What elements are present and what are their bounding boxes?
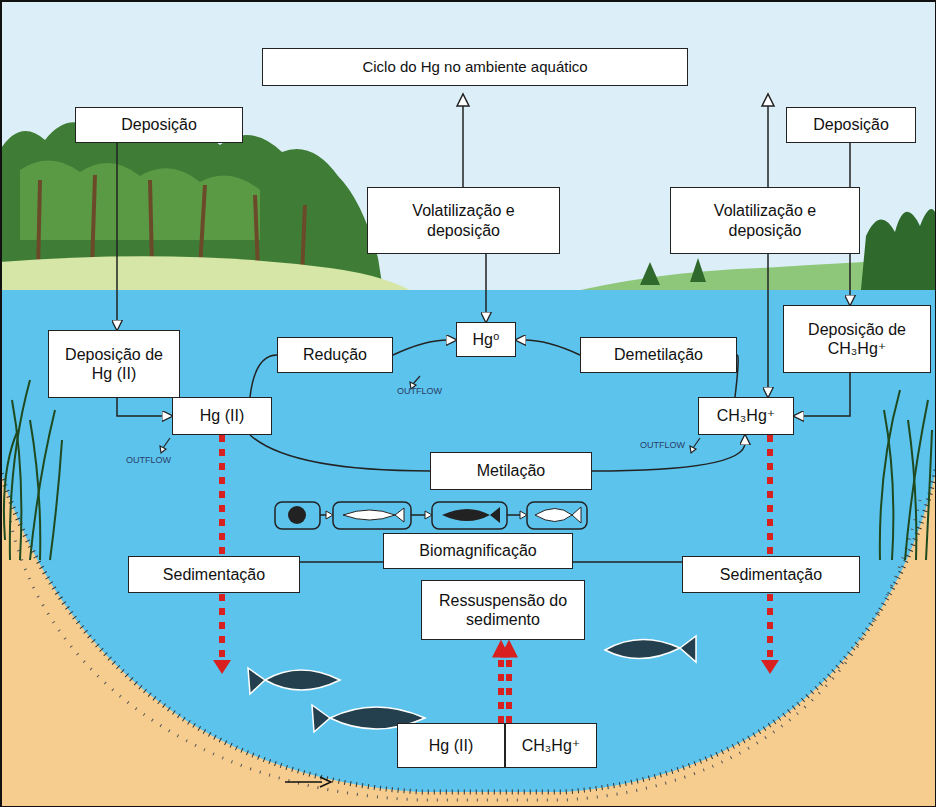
box-text: Deposição <box>121 115 197 134</box>
sediment-flow <box>506 654 512 723</box>
pointer-arrow <box>285 777 331 787</box>
sediment-flow <box>767 435 773 556</box>
volatilization-arrows <box>457 94 774 187</box>
outflow-label: OUTFLOW <box>126 456 171 465</box>
forest-light <box>20 160 260 240</box>
outflow-label: OUTFLOW <box>397 387 442 396</box>
box-text: CH₃Hg⁺ <box>717 406 776 425</box>
process-box: Ressuspensão do sedimento <box>421 580 585 640</box>
process-box: Biomagnificação <box>383 533 573 569</box>
box-text: Metilação <box>477 461 545 480</box>
box-text: Deposição de CH₃Hg⁺ <box>792 320 922 358</box>
flow-connector <box>485 254 487 314</box>
process-box: CH₃Hg⁺ <box>505 723 597 768</box>
box-text: Hg (II) <box>429 736 473 755</box>
process-box: Hg (II) <box>172 397 272 435</box>
box-text: Biomagnificação <box>419 541 536 560</box>
process-box: Deposição <box>75 107 243 143</box>
outflow-label: OUTFLOW <box>640 441 685 450</box>
box-text: Demetilação <box>614 345 703 364</box>
process-box: Redução <box>277 337 393 373</box>
flow-connector <box>116 143 118 322</box>
sediment-dots <box>10 500 920 800</box>
box-text: Sedimentação <box>163 565 265 584</box>
process-box: CH₃Hg⁺ <box>698 397 794 435</box>
diagram-title: Ciclo do Hg no ambiente aquático <box>362 58 587 76</box>
process-box: Deposição <box>786 107 916 143</box>
process-box: Sedimentação <box>682 556 860 593</box>
title-box: Ciclo do Hg no ambiente aquático <box>262 48 688 86</box>
process-box: Volatilização e deposição <box>367 187 560 254</box>
process-box: Metilação <box>430 452 592 490</box>
process-box: Deposição de Hg (II) <box>48 330 180 398</box>
process-box: Demetilação <box>580 337 737 373</box>
box-text: Redução <box>303 345 367 364</box>
flow-connector <box>767 254 769 389</box>
process-box: Sedimentação <box>128 556 300 593</box>
box-text: Sedimentação <box>720 565 822 584</box>
process-box: Hg (II) <box>397 723 505 768</box>
box-text: Volatilização e deposição <box>679 201 851 239</box>
small-trees <box>640 258 706 285</box>
box-text: Hg⁰ <box>473 330 500 349</box>
box-text: Ressuspensão do sedimento <box>430 591 576 629</box>
process-box: Hg⁰ <box>456 322 516 357</box>
food-chain <box>275 502 587 529</box>
flow-connector <box>393 340 448 355</box>
flow-connector <box>802 373 850 416</box>
flow-connector <box>250 435 430 471</box>
fish <box>248 636 696 732</box>
sediment-flow <box>498 654 504 723</box>
outflow-arrows <box>160 376 700 453</box>
box-text: Volatilização e deposição <box>376 201 551 239</box>
sediment-edge <box>0 470 936 792</box>
sand <box>0 290 936 807</box>
flow-connector <box>117 398 164 416</box>
flow-connector <box>300 561 383 563</box>
sediment-flow <box>219 435 225 556</box>
flow-connector <box>573 561 682 563</box>
box-text: Hg (II) <box>200 406 244 425</box>
flow-connector <box>250 355 277 397</box>
process-box: Deposição de CH₃Hg⁺ <box>783 305 931 373</box>
box-text: Deposição <box>813 115 889 134</box>
process-box: Volatilização e deposição <box>670 187 860 254</box>
box-text: Deposição de Hg (II) <box>57 345 171 383</box>
box-text: CH₃Hg⁺ <box>522 736 581 755</box>
right-trees <box>860 209 936 300</box>
water <box>0 290 936 792</box>
flow-connector <box>524 340 580 355</box>
